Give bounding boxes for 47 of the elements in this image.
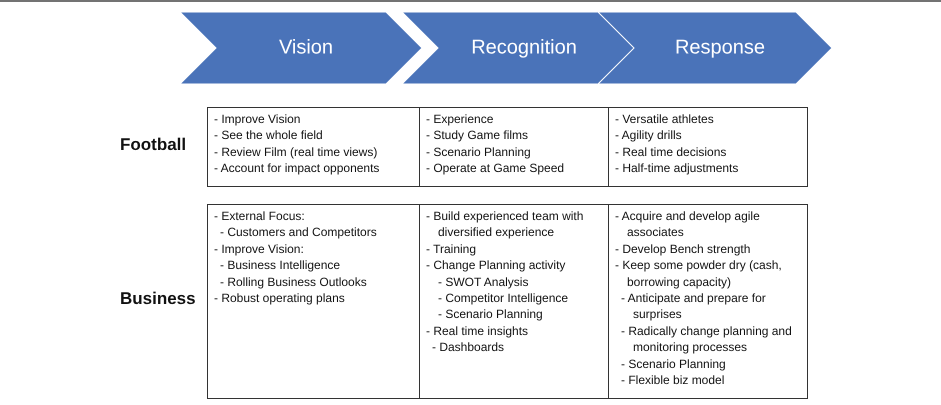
bullet-item: - Anticipate and prepare for surprises [621, 290, 767, 323]
bullet-item: - Competitor Intelligence [438, 290, 570, 306]
table-cell [207, 204, 420, 399]
bullet-item: - Flexible biz model [621, 372, 726, 388]
bullet-item: - Dashboards [432, 339, 506, 356]
bullet-item: - Study Game films [426, 127, 530, 144]
bullet-item: - Business Intelligence [220, 257, 342, 274]
bullet-item: - Keep some powder dry (cash, borrowing capacity) [615, 257, 783, 290]
bullet-item: - Radically change planning and monitoring processes [621, 322, 793, 356]
bullet-item: - See the whole field [214, 127, 324, 144]
stage-label: Response [674, 36, 766, 60]
bullet-item: - Scenario Planning [621, 356, 727, 372]
bullet-item: - Improve Vision [214, 111, 302, 128]
bullet-item: - Versatile athletes [615, 111, 715, 128]
bullet-item: - Half-time adjustments [615, 160, 740, 177]
bullet-item: - Scenario Planning [438, 306, 544, 323]
stage-banner [598, 12, 832, 84]
stage-banner [180, 12, 422, 84]
bullet-item: - Training [426, 240, 478, 258]
bullet-item: - SWOT Analysis [438, 274, 530, 290]
bullet-item: - Change Planning activity [426, 257, 566, 274]
bullet-item: - Operate at Game Speed [426, 160, 566, 177]
bullet-item: - External Focus: [214, 208, 306, 224]
bullet-item: - Rolling Business Outlooks [220, 274, 368, 290]
stage-label: Vision [278, 36, 334, 60]
stage-banner [402, 12, 636, 84]
bullet-item: - Acquire and develop agile associates [615, 208, 761, 241]
table-cell [608, 107, 808, 187]
bullet-item: - Build experienced team with diversified experience [426, 208, 584, 241]
bullet-item: - Agility drills [615, 127, 683, 144]
bullet-item: - Customers and Competitors [220, 224, 378, 241]
bullet-item: - Improve Vision: [214, 240, 305, 258]
table-cell [207, 107, 420, 187]
bullet-item: - Account for impact opponents [214, 160, 380, 177]
stage-label: Recognition [470, 36, 578, 60]
bullet-item: - Review Film (real time views) [214, 144, 378, 160]
bullet-item: - Real time decisions [615, 144, 728, 160]
table-cell [419, 107, 609, 187]
table-cell [608, 204, 808, 399]
bullet-item: - Scenario Planning [426, 144, 532, 160]
bullet-item: - Develop Bench strength [615, 240, 752, 258]
bullet-item: - Experience [426, 111, 494, 128]
row-heading: Football [120, 135, 186, 155]
table-cell [419, 204, 609, 399]
bullet-item: - Real time insights [426, 322, 530, 340]
row-heading: Business [120, 289, 196, 309]
bullet-item: - Robust operating plans [214, 290, 346, 306]
